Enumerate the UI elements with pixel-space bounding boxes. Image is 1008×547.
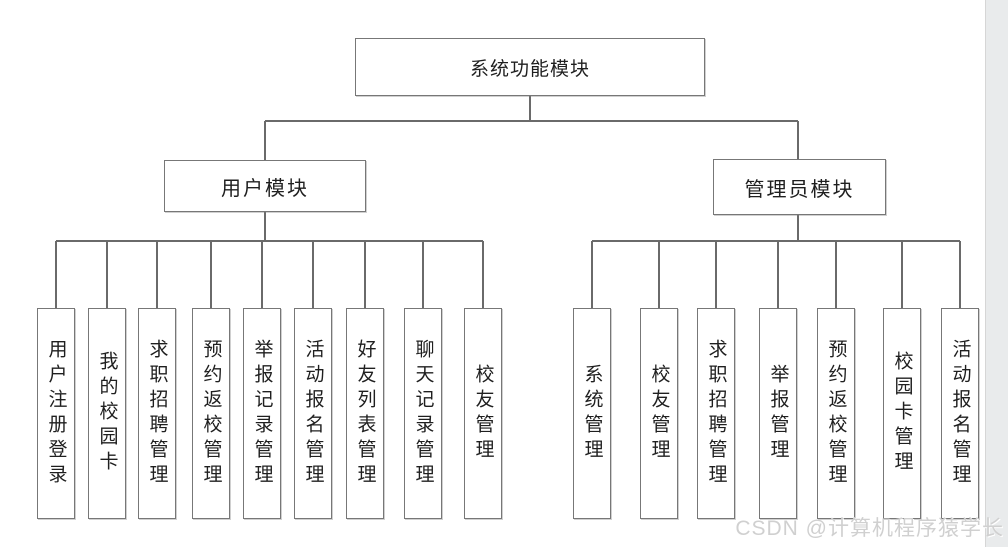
function-label: 举报管理 <box>767 363 789 464</box>
function-label: 求职招聘管理 <box>705 338 727 489</box>
function-label: 聊天记录管理 <box>412 338 434 489</box>
function-label: 预约返校管理 <box>825 338 847 489</box>
admin-module-box: 管理员模块 <box>713 159 886 215</box>
page-edge-strip <box>985 0 1008 547</box>
function-box: 活动报名管理 <box>294 308 332 519</box>
function-box: 预约返校管理 <box>817 308 855 519</box>
function-box: 求职招聘管理 <box>697 308 735 519</box>
function-label: 活动报名管理 <box>949 338 971 489</box>
root-module-label: 系统功能模块 <box>469 58 590 80</box>
function-label: 举报记录管理 <box>251 338 273 489</box>
function-box: 活动报名管理 <box>941 308 979 519</box>
function-box: 举报记录管理 <box>243 308 281 519</box>
function-label: 校友管理 <box>648 363 670 464</box>
function-box: 求职招聘管理 <box>138 308 176 519</box>
root-module-box: 系统功能模块 <box>355 38 705 96</box>
function-label: 系统管理 <box>581 363 603 464</box>
function-label: 求职招聘管理 <box>146 338 168 489</box>
function-box: 校友管理 <box>640 308 678 519</box>
function-box: 校友管理 <box>464 308 502 519</box>
function-label: 预约返校管理 <box>200 338 222 489</box>
user-module-box: 用户模块 <box>164 160 366 212</box>
function-label: 好友列表管理 <box>354 338 376 489</box>
function-label: 校园卡管理 <box>891 351 913 476</box>
watermark: CSDN @计算机程序猿学长 <box>735 517 1004 540</box>
function-box: 系统管理 <box>573 308 611 519</box>
function-box: 聊天记录管理 <box>404 308 442 519</box>
function-label: 我的校园卡 <box>96 351 118 476</box>
function-box: 举报管理 <box>759 308 797 519</box>
function-box: 用户注册登录 <box>37 308 75 519</box>
function-label: 用户注册登录 <box>45 338 67 489</box>
function-label: 校友管理 <box>472 363 494 464</box>
function-box: 好友列表管理 <box>346 308 384 519</box>
user-module-label: 用户模块 <box>221 177 309 200</box>
function-box: 校园卡管理 <box>883 308 921 519</box>
function-box: 预约返校管理 <box>192 308 230 519</box>
admin-module-label: 管理员模块 <box>744 178 855 201</box>
function-label: 活动报名管理 <box>302 338 324 489</box>
function-box: 我的校园卡 <box>88 308 126 519</box>
